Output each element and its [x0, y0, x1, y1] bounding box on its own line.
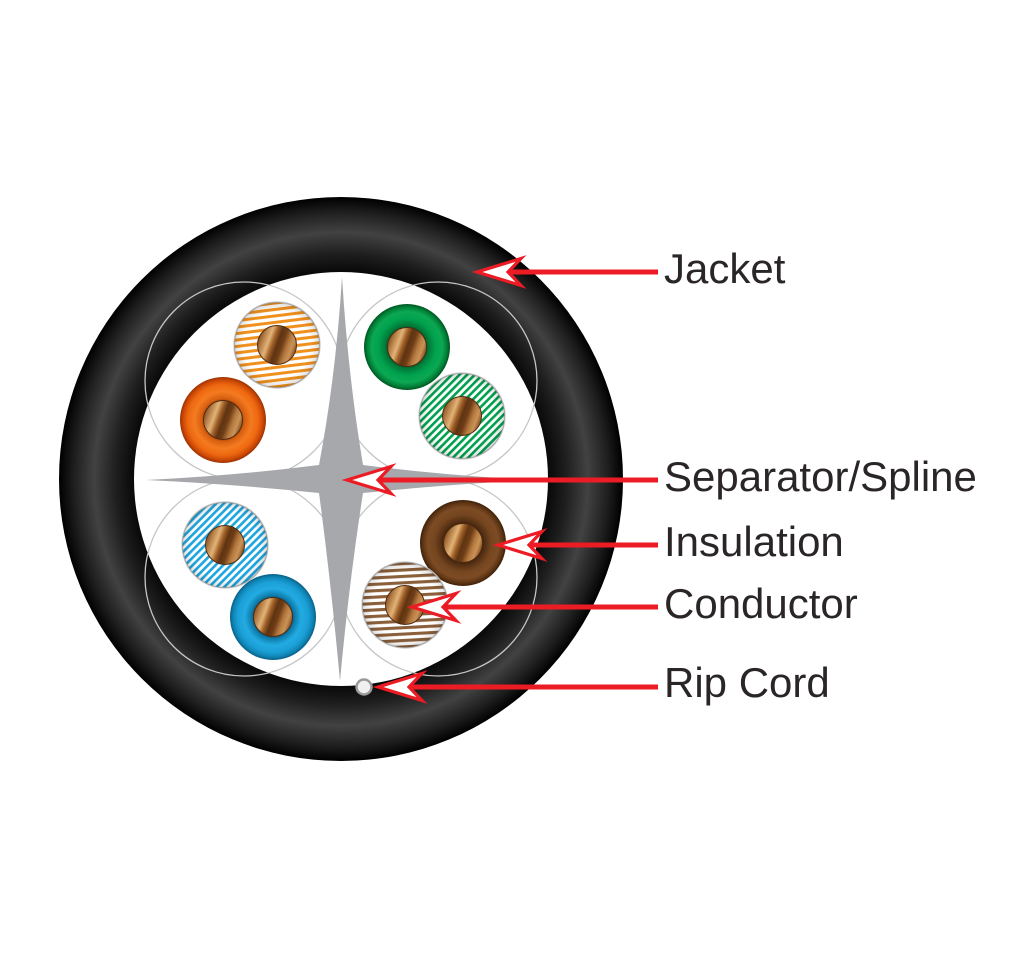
conductor-copper: [443, 523, 483, 563]
label-jacket: Jacket: [664, 245, 786, 292]
wire-orange-white-striped: [233, 301, 321, 389]
label-insulation: Insulation: [664, 518, 844, 565]
conductor-arrowhead-icon: [406, 590, 462, 624]
conductor-copper: [257, 325, 297, 365]
separator-arrowhead-icon: [341, 463, 397, 497]
label-conductor: Conductor: [664, 580, 858, 627]
wire-blue-white-striped: [181, 501, 269, 589]
conductor-copper: [442, 396, 482, 436]
conductor-copper: [205, 525, 245, 565]
callout-labels: Jacket Separator/Spline Insulation Condu…: [664, 245, 977, 706]
conductor-copper: [253, 597, 293, 637]
label-separator-spline: Separator/Spline: [664, 453, 977, 500]
conductor-copper: [203, 400, 243, 440]
rip-cord-arrowhead-icon: [372, 670, 428, 704]
rip-cord-dot: [355, 678, 373, 696]
separator-spline-star: [146, 277, 536, 681]
callout-arrows: [341, 255, 658, 704]
label-rip-cord: Rip Cord: [664, 659, 830, 706]
jacket-arrowhead-icon: [471, 255, 527, 289]
conductor-copper: [387, 327, 427, 367]
wire-brown-white-striped: [361, 561, 449, 649]
wire-green-white-striped: [418, 372, 506, 460]
wire-blue-solid: [230, 574, 316, 660]
wire-brown-solid: [420, 500, 506, 586]
wire-orange-solid: [180, 377, 266, 463]
insulation-arrowhead-icon: [492, 528, 548, 562]
wire-green-solid: [364, 304, 450, 390]
